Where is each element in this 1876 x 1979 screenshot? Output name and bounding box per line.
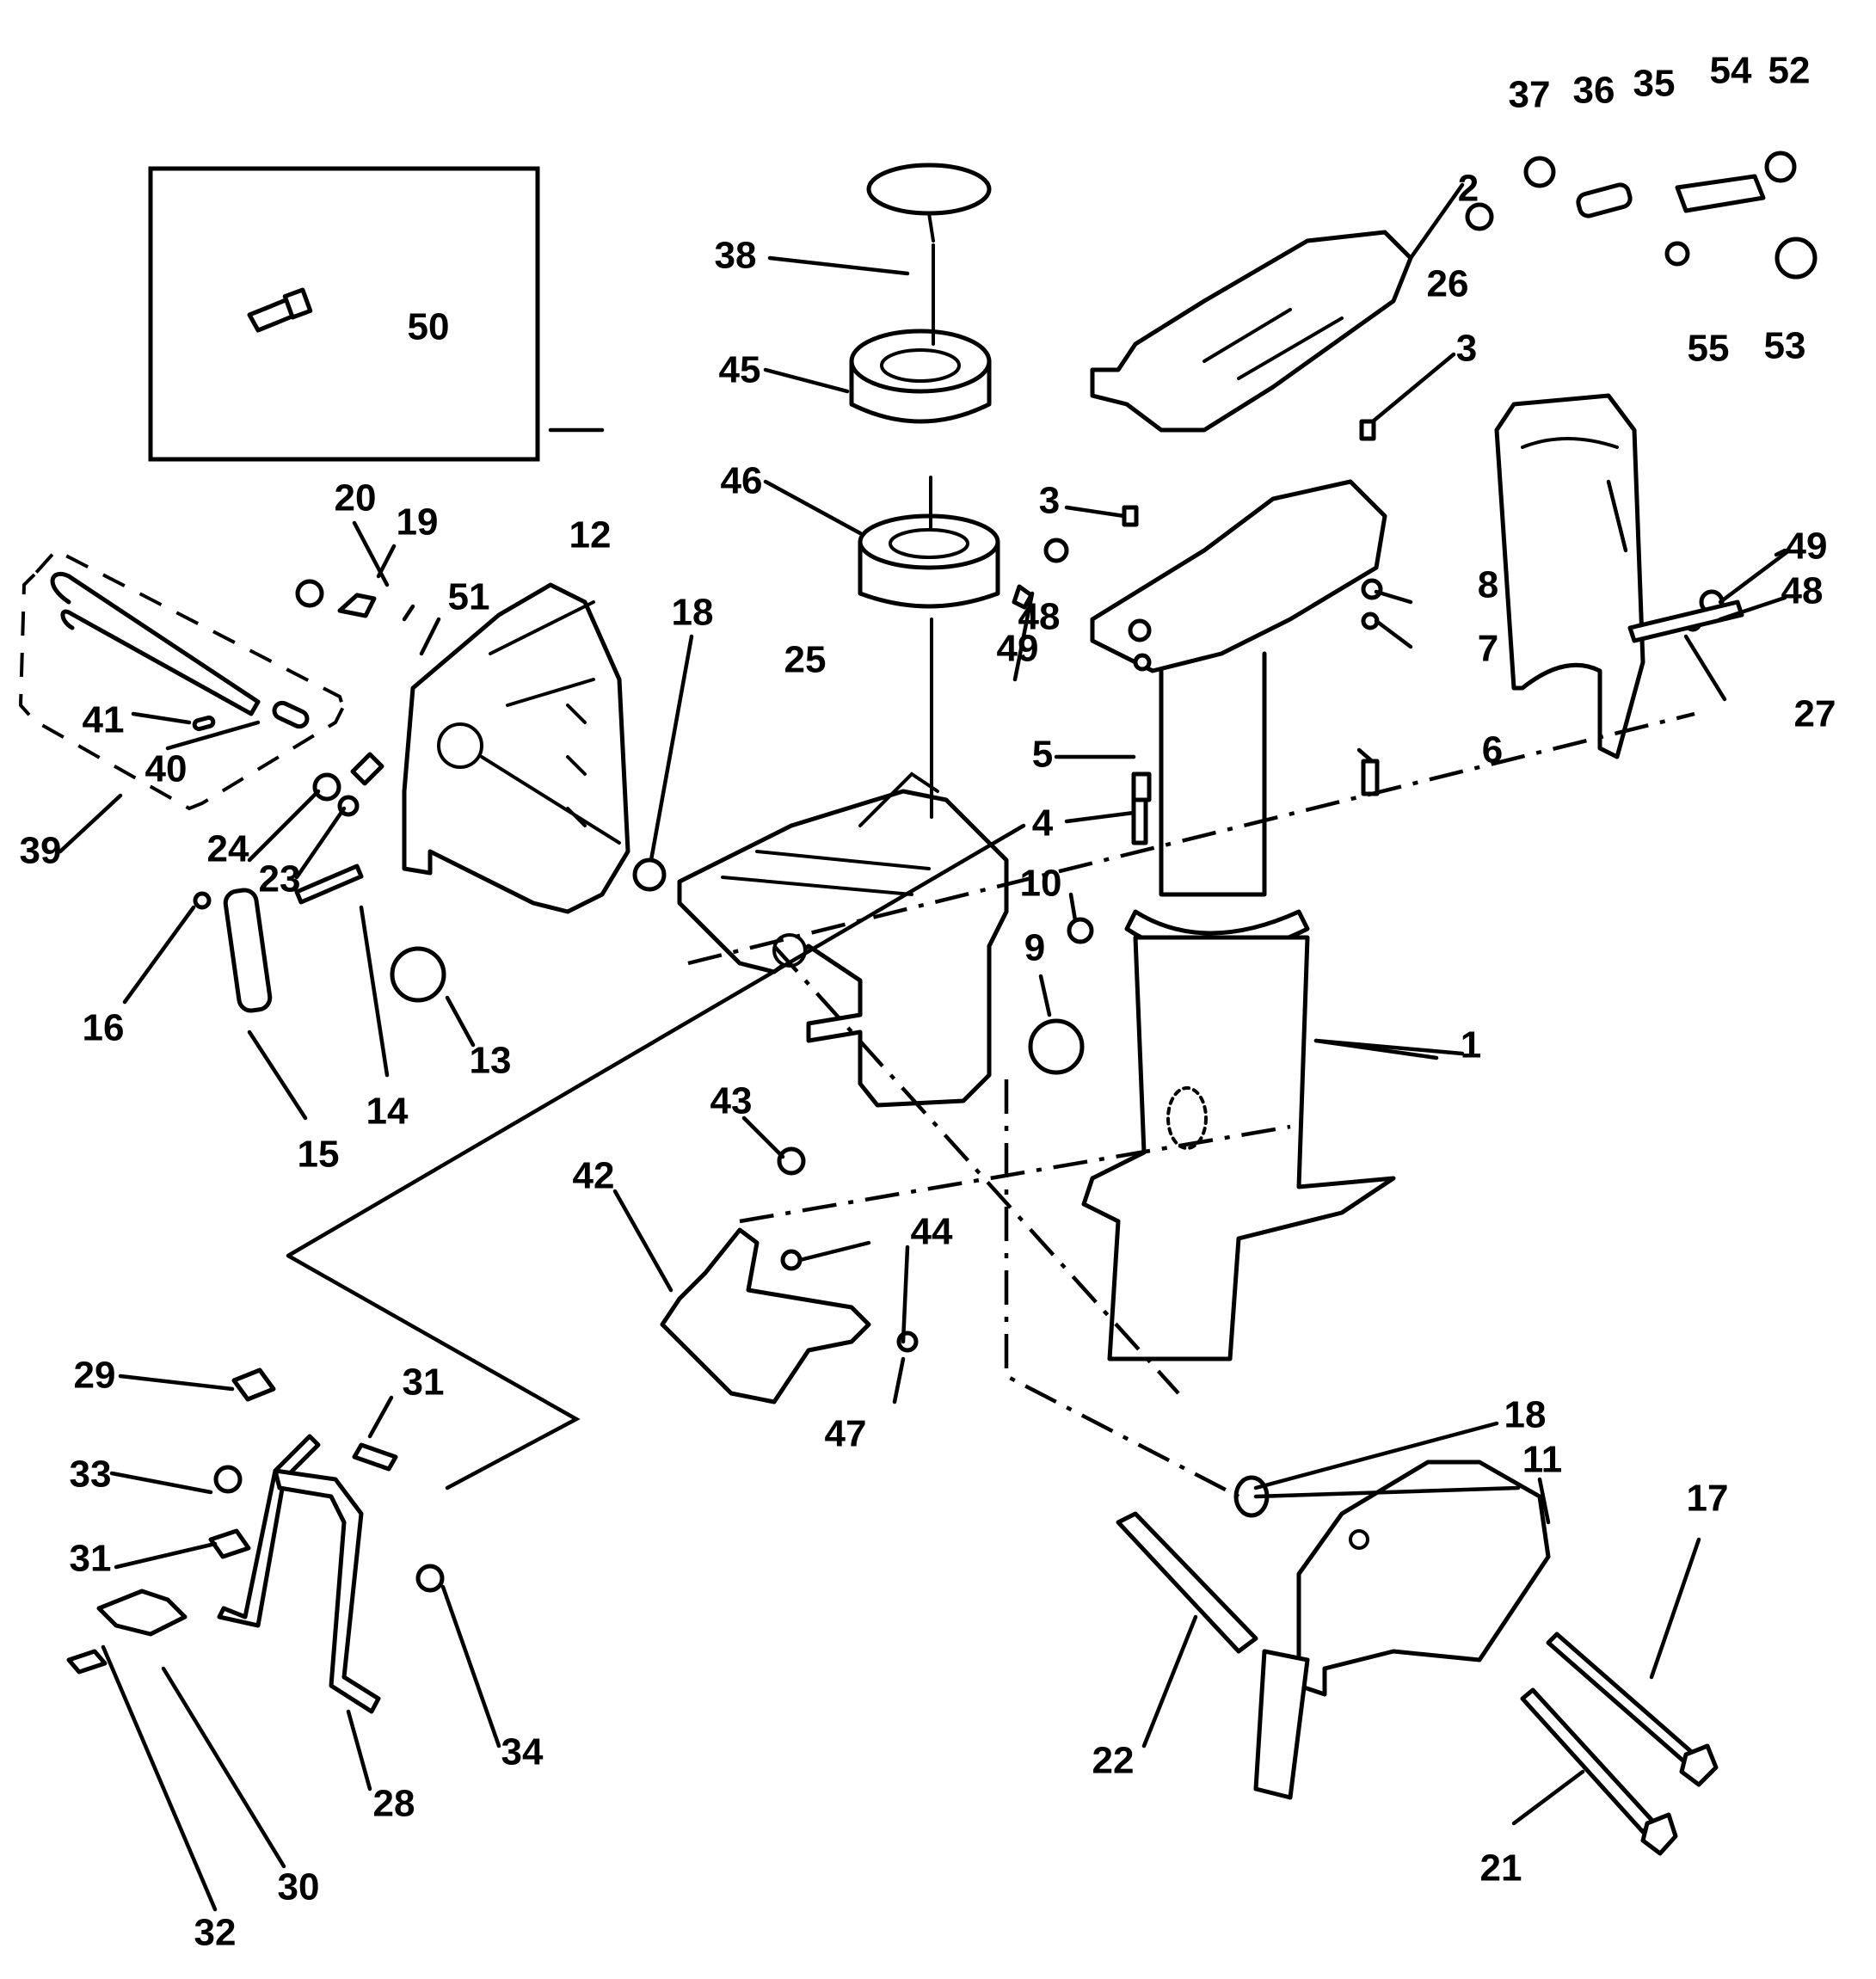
callout-45: 45 (719, 349, 761, 391)
callout-55: 55 (1688, 328, 1730, 370)
tilt-lever-28 (217, 1434, 381, 1714)
cover-26 (1494, 393, 1645, 759)
callout-9: 9 (1024, 927, 1045, 969)
callout-49b: 49 (1786, 525, 1828, 568)
callout-26: 26 (1427, 263, 1469, 305)
callout-18a: 18 (672, 592, 714, 634)
clamp-bracket-12 (402, 582, 630, 914)
callout-49a: 49 (997, 628, 1039, 670)
rod-kit-39 (18, 548, 346, 811)
callout-39: 39 (20, 830, 62, 872)
mount-45 (849, 329, 992, 424)
callout-24: 24 (207, 828, 249, 870)
callout-20: 20 (335, 477, 377, 519)
callout-1: 1 (1461, 1024, 1481, 1066)
callout-31a: 31 (403, 1361, 445, 1404)
callout-11: 11 (1522, 1439, 1563, 1481)
callout-14: 14 (366, 1091, 409, 1133)
callout-2: 2 (1458, 168, 1479, 210)
mount-46 (858, 513, 1000, 609)
callout-41: 41 (83, 699, 125, 741)
grease-fitting-50 (247, 287, 313, 333)
callout-46: 46 (721, 460, 763, 502)
callout-27: 27 (1794, 693, 1836, 735)
callout-53: 53 (1764, 325, 1806, 367)
clamp-38 (866, 163, 992, 243)
callout-8: 8 (1478, 564, 1498, 606)
callout-48a: 48 (1018, 596, 1061, 638)
callout-21: 21 (1480, 1847, 1522, 1890)
callout-7: 7 (1478, 628, 1498, 670)
leader-lines (58, 182, 1792, 1912)
callout-36: 36 (1573, 70, 1615, 112)
callout-28: 28 (373, 1783, 415, 1825)
clamp-bracket-11 (1233, 1460, 1551, 1800)
tube-22 (1116, 1511, 1258, 1654)
callout-38: 38 (715, 235, 757, 277)
assembly-lines (286, 711, 1695, 1498)
callout-34: 34 (501, 1731, 544, 1773)
callout-44: 44 (911, 1211, 953, 1253)
bolt-17 (1546, 1632, 1719, 1787)
callout-47: 47 (825, 1413, 867, 1455)
callout-43: 43 (710, 1080, 753, 1122)
callout-40: 40 (145, 748, 188, 790)
callout-13: 13 (470, 1040, 512, 1082)
callout-3b: 3 (1039, 480, 1060, 522)
inset-box (148, 166, 540, 462)
callout-18b: 18 (1504, 1394, 1547, 1436)
bolt-21 (1520, 1687, 1678, 1856)
callout-25: 25 (784, 639, 827, 681)
callout-15: 15 (298, 1134, 340, 1176)
callout-52: 52 (1768, 50, 1811, 92)
callout-3a: 3 (1456, 328, 1477, 370)
callout-54: 54 (1710, 50, 1752, 92)
small-parts (66, 151, 1818, 1675)
gasket-2 (1090, 230, 1413, 433)
callout-12: 12 (569, 514, 612, 556)
callout-31b: 31 (70, 1538, 112, 1580)
callout-48b: 48 (1781, 570, 1824, 612)
callout-4: 4 (1032, 802, 1054, 845)
callout-10: 10 (1020, 863, 1062, 905)
callout-19: 19 (397, 501, 439, 544)
callout-37: 37 (1509, 74, 1551, 116)
callout-6: 6 (1482, 729, 1503, 771)
callout-16: 16 (83, 1007, 125, 1049)
reverse-lock-42 (660, 1227, 871, 1404)
callout-5: 5 (1032, 734, 1053, 776)
callout-33: 33 (70, 1454, 112, 1496)
callout-29: 29 (74, 1355, 116, 1397)
callout-50: 50 (408, 306, 450, 348)
callout-labels: 1 2 3 3 4 5 6 7 8 9 10 11 12 13 14 15 16… (20, 50, 1836, 1954)
callout-23: 23 (259, 858, 301, 900)
centerline-mounts (929, 243, 935, 819)
callout-51: 51 (448, 576, 490, 618)
callout-42: 42 (573, 1155, 615, 1197)
callout-22: 22 (1092, 1740, 1135, 1782)
callout-30: 30 (278, 1866, 320, 1908)
callout-35: 35 (1633, 63, 1676, 105)
callout-17: 17 (1687, 1478, 1729, 1520)
driveshaft-housing-1 (1081, 479, 1396, 1361)
swivel-bracket-25 (677, 771, 1009, 1108)
callout-32: 32 (194, 1912, 237, 1954)
